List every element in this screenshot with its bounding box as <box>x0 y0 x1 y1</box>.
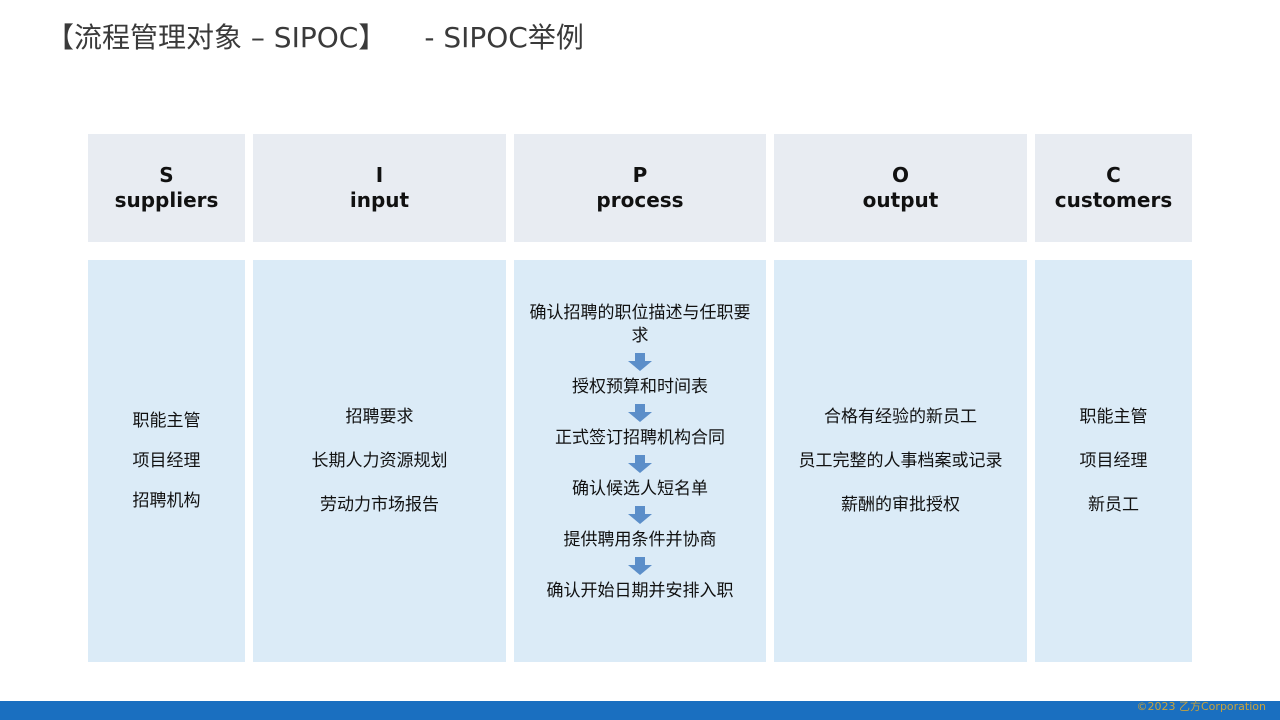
process-step: 授权预算和时间表 <box>572 377 708 397</box>
list-item: 新员工 <box>1088 495 1139 515</box>
header-suppliers: S suppliers <box>88 134 245 242</box>
list-item: 劳动力市场报告 <box>320 495 439 515</box>
header-label: customers <box>1054 188 1173 212</box>
customers-list: 职能主管 项目经理 新员工 <box>1035 260 1192 662</box>
header-label: suppliers <box>114 188 219 212</box>
title-main: 【流程管理对象 – SIPOC】 <box>46 21 387 54</box>
header-label: input <box>349 188 410 212</box>
down-arrow-icon <box>628 455 652 473</box>
down-arrow-icon <box>628 506 652 524</box>
header-letter: C <box>1106 163 1121 187</box>
list-item: 合格有经验的新员工 <box>824 407 977 427</box>
process-step: 正式签订招聘机构合同 <box>555 428 725 448</box>
header-input: I input <box>253 134 506 242</box>
header-label: process <box>596 188 684 212</box>
page-title: 【流程管理对象 – SIPOC】 - SIPOC举例 <box>46 20 584 56</box>
output-list: 合格有经验的新员工 员工完整的人事档案或记录 薪酬的审批授权 <box>774 260 1027 662</box>
list-item: 职能主管 <box>1079 407 1148 427</box>
footer-bar <box>0 701 1280 720</box>
header-letter: P <box>632 163 648 187</box>
header-output: O output <box>774 134 1027 242</box>
list-item: 员工完整的人事档案或记录 <box>798 451 1003 471</box>
process-flow: 确认招聘的职位描述与任职要求 授权预算和时间表 正式签订招聘机构合同 确认候选人… <box>514 260 766 662</box>
input-list: 招聘要求 长期人力资源规划 劳动力市场报告 <box>253 260 506 662</box>
down-arrow-icon <box>628 404 652 422</box>
title-subtitle: - SIPOC举例 <box>424 21 584 54</box>
list-item: 长期人力资源规划 <box>311 451 448 471</box>
header-letter: O <box>891 163 909 187</box>
down-arrow-icon <box>628 353 652 371</box>
process-step: 确认招聘的职位描述与任职要求 <box>529 303 751 346</box>
header-label: output <box>862 188 939 212</box>
copyright-text: ©2023 乙方Corporation <box>1136 700 1266 713</box>
process-step: 确认开始日期并安排入职 <box>546 581 734 601</box>
process-step: 确认候选人短名单 <box>572 479 708 499</box>
list-item: 项目经理 <box>1079 451 1148 471</box>
header-letter: I <box>375 163 384 187</box>
list-item: 项目经理 <box>132 451 201 471</box>
list-item: 薪酬的审批授权 <box>841 495 960 515</box>
header-letter: S <box>159 163 174 187</box>
process-step: 提供聘用条件并协商 <box>563 530 717 550</box>
list-item: 招聘机构 <box>132 491 201 511</box>
header-process: P process <box>514 134 766 242</box>
list-item: 招聘要求 <box>345 407 414 427</box>
suppliers-list: 职能主管 项目经理 招聘机构 <box>88 260 245 662</box>
header-customers: C customers <box>1035 134 1192 242</box>
list-item: 职能主管 <box>132 411 201 431</box>
down-arrow-icon <box>628 557 652 575</box>
